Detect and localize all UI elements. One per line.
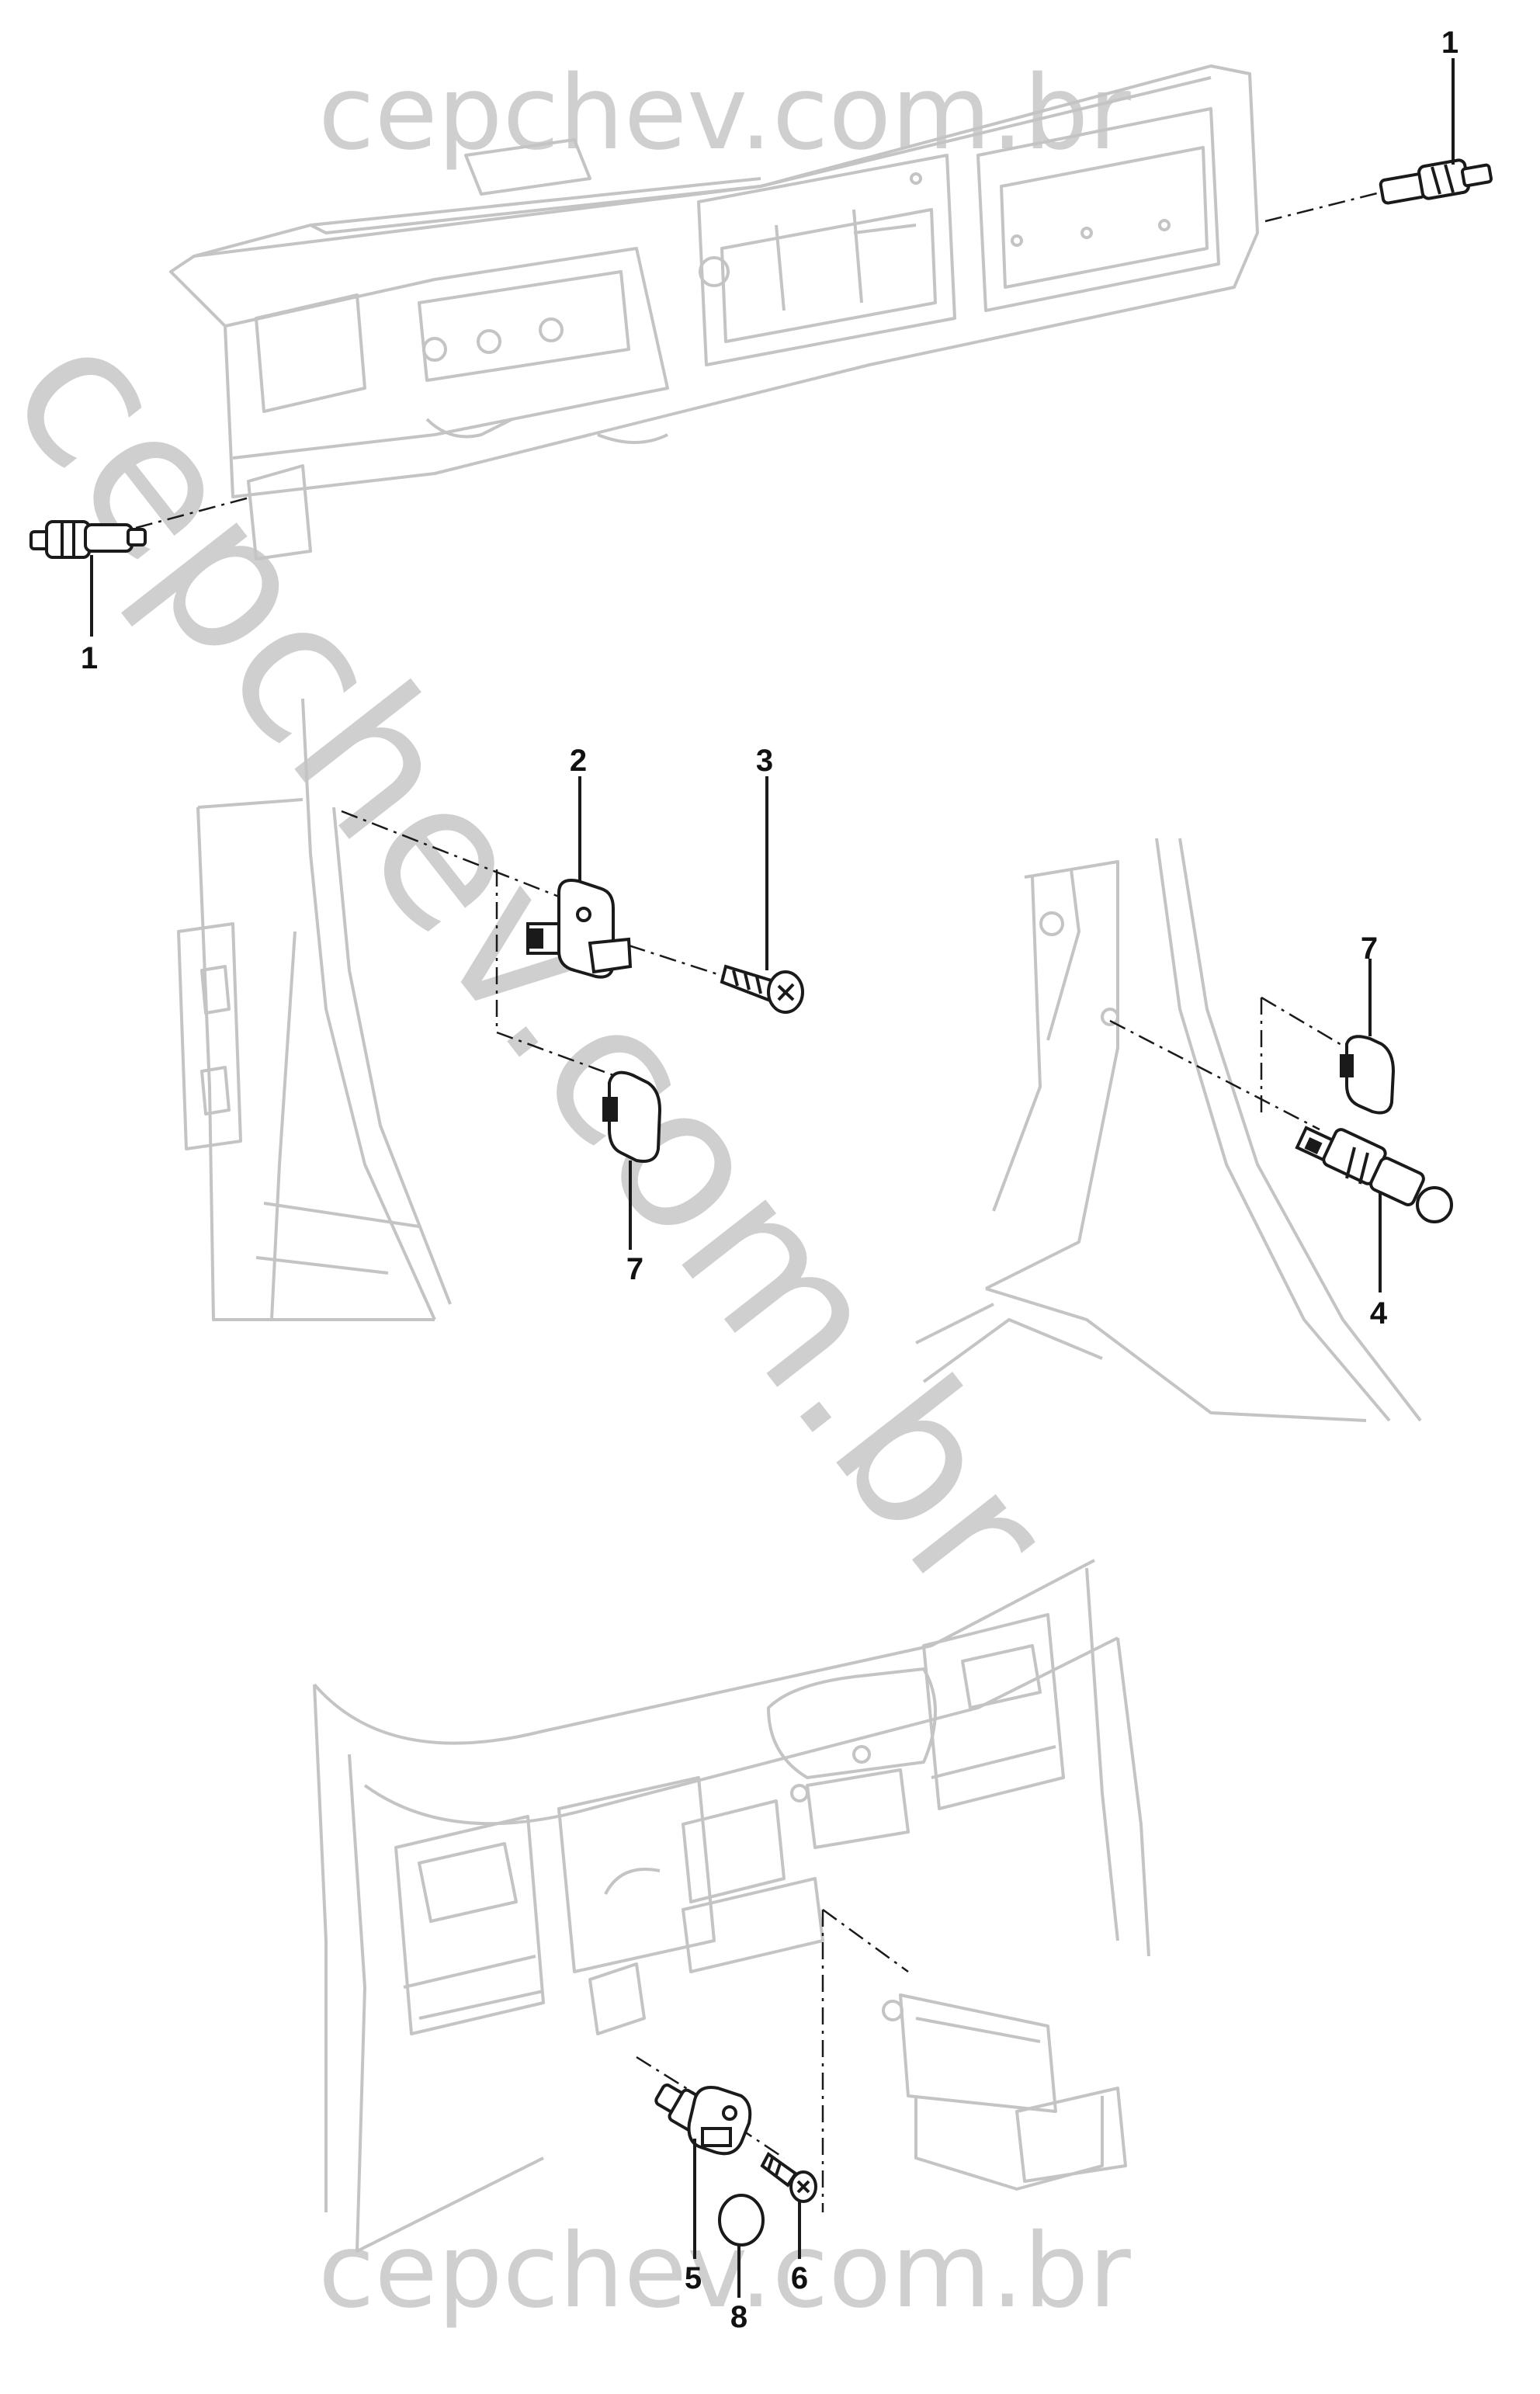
callout-8: 8	[730, 2300, 748, 2334]
door-switch-5	[654, 2083, 752, 2156]
tailgate-panel	[313, 1559, 1150, 2253]
callout-4: 4	[1369, 1296, 1388, 1331]
watermark-top: cepchev.com.br	[318, 54, 1131, 173]
plug-8	[718, 2194, 765, 2247]
screw-3	[720, 964, 804, 1014]
dashboard-panel	[169, 64, 1259, 560]
door-pillar-left	[177, 698, 452, 1321]
cap-7-right	[1340, 1035, 1396, 1115]
callout-6: 6	[790, 2261, 809, 2295]
callout-1-top: 1	[1441, 26, 1459, 60]
screw-6	[760, 2152, 817, 2203]
leader-lines-mid-left	[341, 810, 730, 1077]
callout-3: 3	[755, 744, 774, 778]
callout-2: 2	[569, 744, 588, 778]
cap-7-mid	[602, 1070, 662, 1163]
callout-5: 5	[684, 2261, 702, 2295]
callout-7-mid: 7	[626, 1252, 644, 1286]
callout-7-right: 7	[1360, 932, 1379, 966]
callout-1-left: 1	[80, 641, 99, 675]
door-pillar-right	[915, 838, 1422, 1422]
door-switch-1-top	[1379, 158, 1493, 205]
leader-lines-mid-right	[1109, 996, 1348, 1131]
leader-lines-top	[135, 189, 1390, 529]
door-switch-1-left	[29, 520, 147, 559]
switch-bracket-2	[526, 879, 633, 979]
door-switch-4	[1295, 1126, 1453, 1223]
